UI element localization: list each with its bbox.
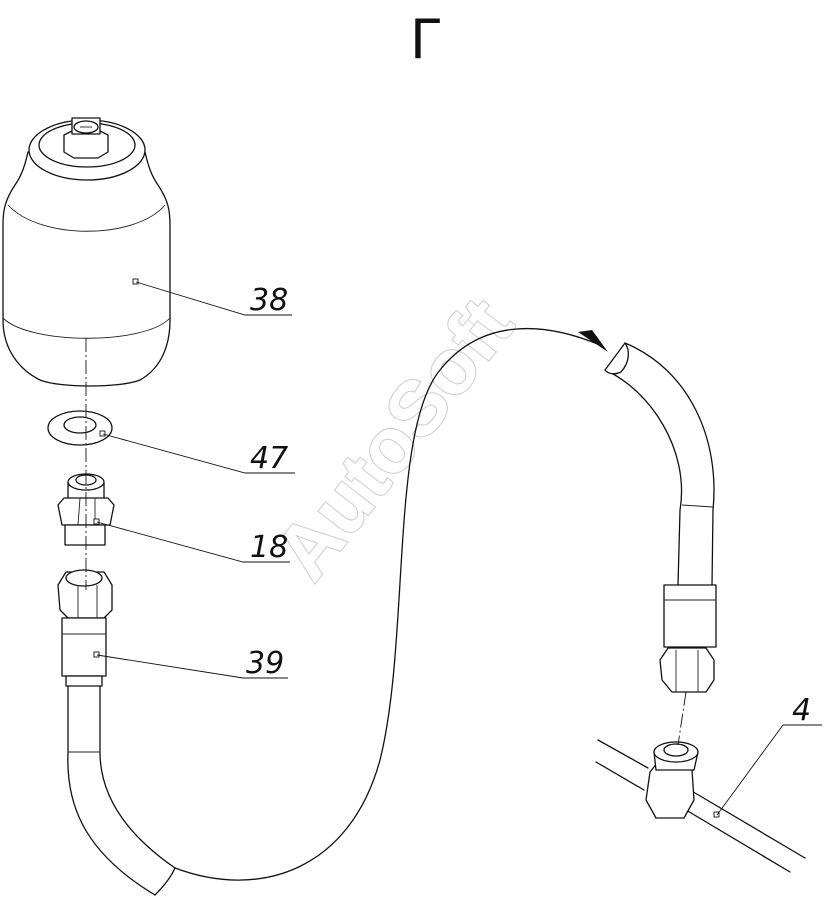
callout-47-label: 47	[250, 441, 288, 476]
axis-right	[677, 691, 687, 746]
washer-47	[47, 410, 113, 446]
adapter-18	[57, 473, 115, 546]
view-label: Г	[410, 8, 443, 71]
hose-39	[67, 327, 715, 896]
callout-39: 39	[93, 646, 288, 681]
callout-18-label: 18	[250, 530, 288, 565]
callout-38-label: 38	[250, 283, 288, 318]
callout-4-label: 4	[792, 693, 811, 728]
right-hose-fitting	[659, 584, 717, 693]
accumulator-38	[2, 117, 171, 387]
watermark: AutoSoft	[257, 280, 531, 596]
watermark-text: AutoSoft	[258, 282, 530, 596]
pipe-tee-4	[595, 739, 806, 873]
direction-arrow-icon	[578, 330, 608, 352]
callout-4: 4	[713, 693, 822, 818]
callout-18: 18	[93, 518, 290, 565]
callout-47: 47	[99, 430, 295, 476]
callout-39-label: 39	[246, 646, 284, 681]
hose-fitting-39	[57, 569, 113, 687]
callout-38: 38	[132, 278, 292, 318]
